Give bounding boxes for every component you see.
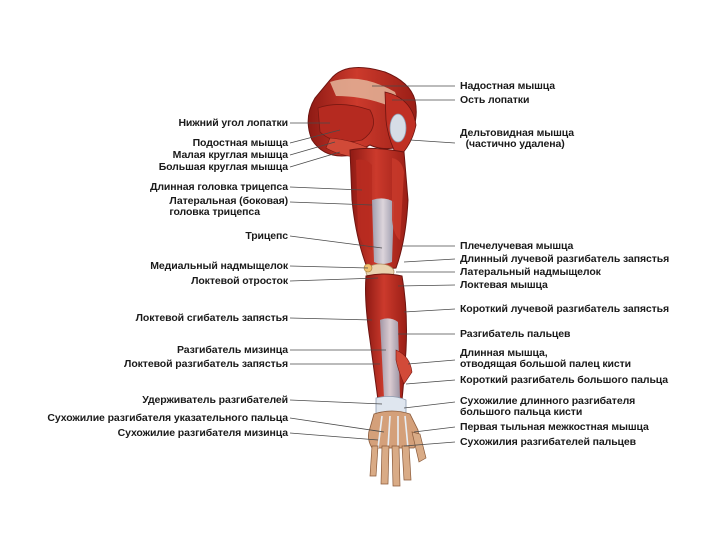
label-teres-major: Большая круглая мышца (159, 162, 288, 173)
label-first-dorsal-interosseous: Первая тыльная межкостная мышца (460, 422, 649, 433)
label-lateral-epicondyle: Латеральный надмыщелок (460, 267, 601, 278)
label-olecranon: Локтевой отросток (191, 276, 288, 287)
label-extensor-digiti-minimi: Разгибатель мизинца (177, 345, 288, 356)
label-extensor-pollicis-brevis: Короткий разгибатель большого пальца (460, 375, 668, 386)
label-brachioradialis: Плечелучевая мышца (460, 241, 573, 252)
label-extensor-carpi-ulnaris: Локтевой разгибатель запястья (124, 359, 288, 370)
label-medial-epicondyle: Медиальный надмыщелок (150, 261, 288, 272)
label-extensor-retinaculum: Удерживатель разгибателей (142, 395, 288, 406)
label-extensor-digitorum: Разгибатель пальцев (460, 329, 570, 340)
label-flexor-carpi-ulnaris: Локтевой сгибатель запястья (136, 313, 288, 324)
label-extensor-carpi-radialis-longus: Длинный лучевой разгибатель запястья (460, 254, 669, 265)
label-inferior-angle-scapula: Нижний угол лопатки (178, 118, 288, 129)
triceps-tendon-shape (372, 198, 394, 264)
label-triceps-long-head: Длинная головка трицепса (150, 182, 288, 193)
label-extensor-pollicis-longus-tendon: Сухожилие длинного разгибателя большого … (460, 396, 635, 418)
label-extensor-carpi-radialis-brevis: Короткий лучевой разгибатель запястья (460, 304, 669, 315)
acromion-shape (390, 114, 406, 142)
label-extensor-digiti-minimi-tendon: Сухожилие разгибателя мизинца (118, 428, 288, 439)
label-triceps: Трицепс (245, 231, 288, 242)
label-abductor-pollicis-longus: Длинная мышца, отводящая большой палец к… (460, 348, 631, 370)
label-scapular-spine: Ость лопатки (460, 95, 529, 106)
label-triceps-lateral-head: Латеральная (боковая) головка трицепса (169, 196, 288, 218)
label-infraspinatus: Подостная мышца (193, 138, 288, 149)
label-extensor-digitorum-tendons: Сухожилия разгибателей пальцев (460, 437, 636, 448)
hand-dorsum (368, 411, 418, 448)
label-anconeus: Локтевая мышца (460, 280, 548, 291)
label-supraspinatus: Надостная мышца (460, 81, 555, 92)
label-extensor-indicis-tendon: Сухожилие разгибателя указательного паль… (47, 413, 288, 424)
label-deltoid: Дельтовидная мышца (частично удалена) (460, 128, 574, 150)
label-teres-minor: Малая круглая мышца (173, 150, 288, 161)
